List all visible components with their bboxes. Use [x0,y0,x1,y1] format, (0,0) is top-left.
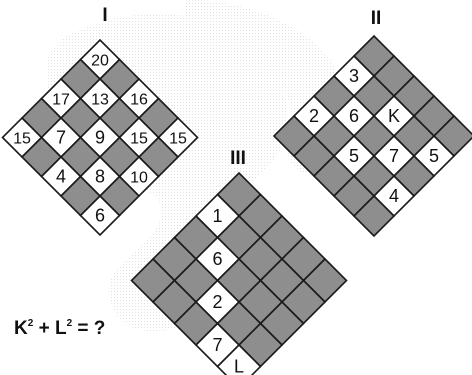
cell-value: 2 [212,292,222,312]
diagram-label-1: I [102,5,107,26]
cell-value: 16 [130,92,148,109]
question-text: K2 + L2 = ? [14,318,105,339]
cell-value: 9 [95,128,105,148]
cell-value: 15 [130,131,148,148]
cell-value: 17 [52,92,70,109]
cell-value: 4 [56,167,66,187]
cell-value: 20 [91,53,109,70]
question-equals: = ? [72,318,105,339]
question-var-k: K [14,318,28,339]
question-plus: + [33,318,55,339]
cell-value: 1 [212,206,222,226]
cell-value: 3 [349,66,359,86]
cell-value: 7 [389,146,399,166]
cell-value: 13 [91,92,109,109]
cell-value: 6 [349,106,359,126]
cell-value: 4 [389,186,399,206]
diagram-label-2: II [371,8,382,29]
question-var-l: L [55,318,67,339]
cell-value: 5 [429,146,439,166]
cell-value: 15 [13,131,31,148]
cell-value: 5 [349,146,359,166]
cell-value: L [234,357,244,375]
cell-value: K [388,106,400,126]
cell-value: 10 [130,170,148,187]
diagram-label-3: III [230,148,246,169]
cell-value: 8 [95,167,105,187]
cell-value: 6 [95,206,105,226]
cell-value: 15 [169,131,187,148]
cell-value: 2 [309,106,319,126]
cell-value: 7 [212,335,222,355]
cell-value: 6 [212,249,222,269]
cell-value: 7 [56,128,66,148]
